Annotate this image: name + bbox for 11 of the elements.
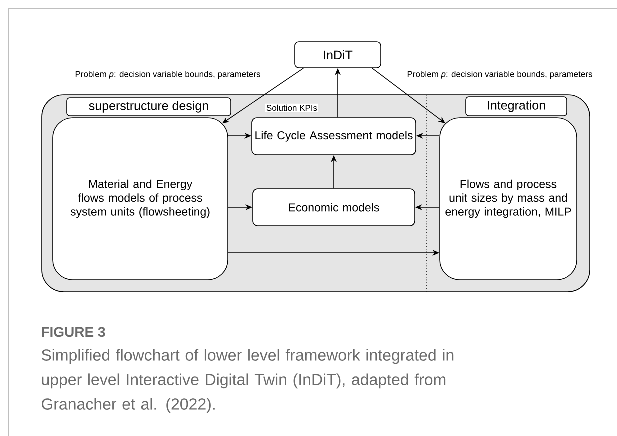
process-box: Flows and process unit sizes by mass and energy integration, MILP: [440, 118, 578, 280]
model-box: Economic models: [252, 188, 416, 226]
section-heading-box: superstructure design: [66, 98, 232, 116]
figure-title: FIGURE 3: [42, 327, 106, 338]
edge-label: Problem p: decision variable bounds, parameters: [406, 70, 594, 80]
model-box: Life Cycle Assessment models: [252, 118, 416, 156]
edge-label: Problem p: decision variable bounds, parameters: [74, 70, 262, 80]
section-heading-box: Integration: [466, 96, 568, 116]
process-box: Material and Energy flows models of process system units (flowsheeting): [52, 118, 228, 280]
process-box: InDiT: [294, 42, 382, 68]
figure-caption: Simplified flowchart of lower level framework integrated in upper level Interactive Digital Twin (InDiT), adapted from Granacher et al. (2022).: [42, 349, 454, 414]
